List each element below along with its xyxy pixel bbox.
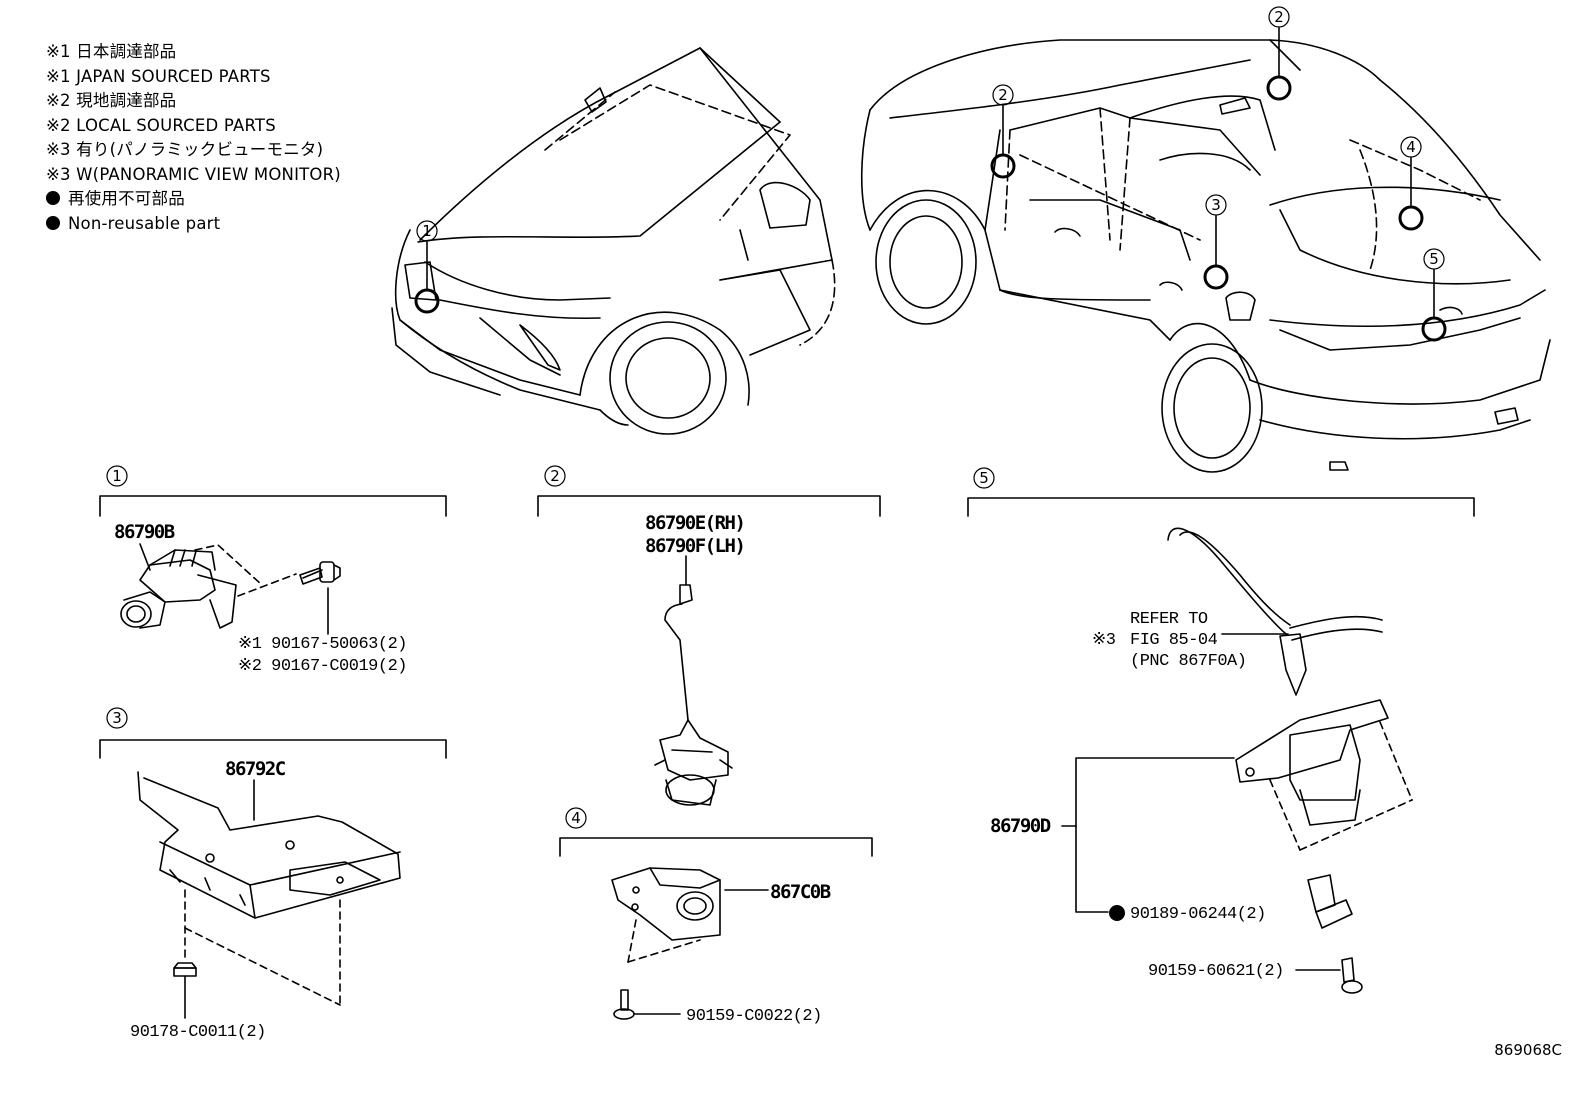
callout-rear-2b: 2 [998, 86, 1008, 104]
part-86790ef-camera-drawing [654, 584, 733, 806]
part-867c0b-label: 867C0B [770, 881, 831, 903]
part-86790b-camera-drawing [120, 544, 297, 629]
screw-90159-c0022-label: 90159-C0022(2) [686, 1007, 822, 1026]
legend-local-en: ※2 LOCAL SOURCED PARTS [46, 115, 276, 135]
legend-local-jp: ※2 現地調達部品 [46, 91, 177, 110]
legend-nonreusable-jp-row: 再使用不可部品 [46, 187, 341, 212]
part-86792c-label: 86792C [225, 758, 286, 780]
part-86790d-label: 86790D [990, 815, 1051, 837]
legend-panoramic-jp: ※3 有り(パノラミックビューモニタ) [46, 140, 324, 159]
part-86792c-ecu-drawing [137, 771, 401, 919]
legend-nonreusable-en-row: Non-reusable part [46, 212, 341, 237]
refer-pnc-label: (PNC 867F0A) [1130, 652, 1246, 671]
part-86790f-lh-label: 86790F(LH) [645, 535, 744, 557]
legend-japan-jp: ※1 日本調達部品 [46, 42, 177, 61]
refer-mark-label: ※3 [1092, 631, 1116, 650]
part-86790d-camera-drawing [1167, 527, 1389, 826]
legend: ※1 日本調達部品 ※1 JAPAN SOURCED PARTS ※2 現地調達… [46, 40, 341, 236]
group-2-number: 2 [550, 467, 560, 485]
screw-90159-60621-label: 90159-60621(2) [1148, 962, 1284, 981]
bullet-icon [46, 191, 60, 205]
part-867c0b-camera-drawing [611, 867, 721, 941]
bullet-icon [46, 215, 60, 230]
callout-rear-5: 5 [1429, 250, 1439, 268]
part-86790b-label: 86790B [114, 521, 175, 543]
front-vehicle-illustration [391, 47, 836, 435]
part-86790e-rh-label: 86790E(RH) [645, 512, 744, 534]
legend-nonreusable-en: Non-reusable part [68, 213, 221, 233]
group-1-number: 1 [112, 467, 122, 485]
screw-90167-50063-label: ※1 90167-50063(2) [238, 635, 407, 654]
refer-to-label: REFER TO [1130, 610, 1208, 629]
rear-vehicle-illustration [860, 39, 1551, 473]
callout-front-1: 1 [422, 222, 432, 240]
group-5-number: 5 [979, 469, 989, 487]
clip-90178-c0011-label: 90178-C0011(2) [130, 1023, 266, 1042]
callout-rear-4: 4 [1406, 138, 1416, 156]
screw-90167-c0019-label: ※2 90167-C0019(2) [238, 657, 407, 676]
legend-japan-en: ※1 JAPAN SOURCED PARTS [46, 66, 271, 86]
figure-id: 869068C [1494, 1041, 1562, 1059]
legend-nonreusable-jp: 再使用不可部品 [68, 189, 185, 208]
group-4-number: 4 [571, 809, 581, 827]
nut-90189-06244-label: 90189-06244(2) [1130, 905, 1266, 924]
callout-rear-2a: 2 [1274, 8, 1284, 26]
group-3-number: 3 [112, 709, 122, 727]
screw-90167-drawing [299, 561, 341, 585]
callout-rear-3: 3 [1211, 196, 1221, 214]
legend-panoramic-en: ※3 W(PANORAMIC VIEW MONITOR) [46, 164, 341, 184]
nonreusable-bullet-icon [1109, 905, 1125, 921]
refer-fig-label: FIG 85-04 [1130, 631, 1218, 650]
